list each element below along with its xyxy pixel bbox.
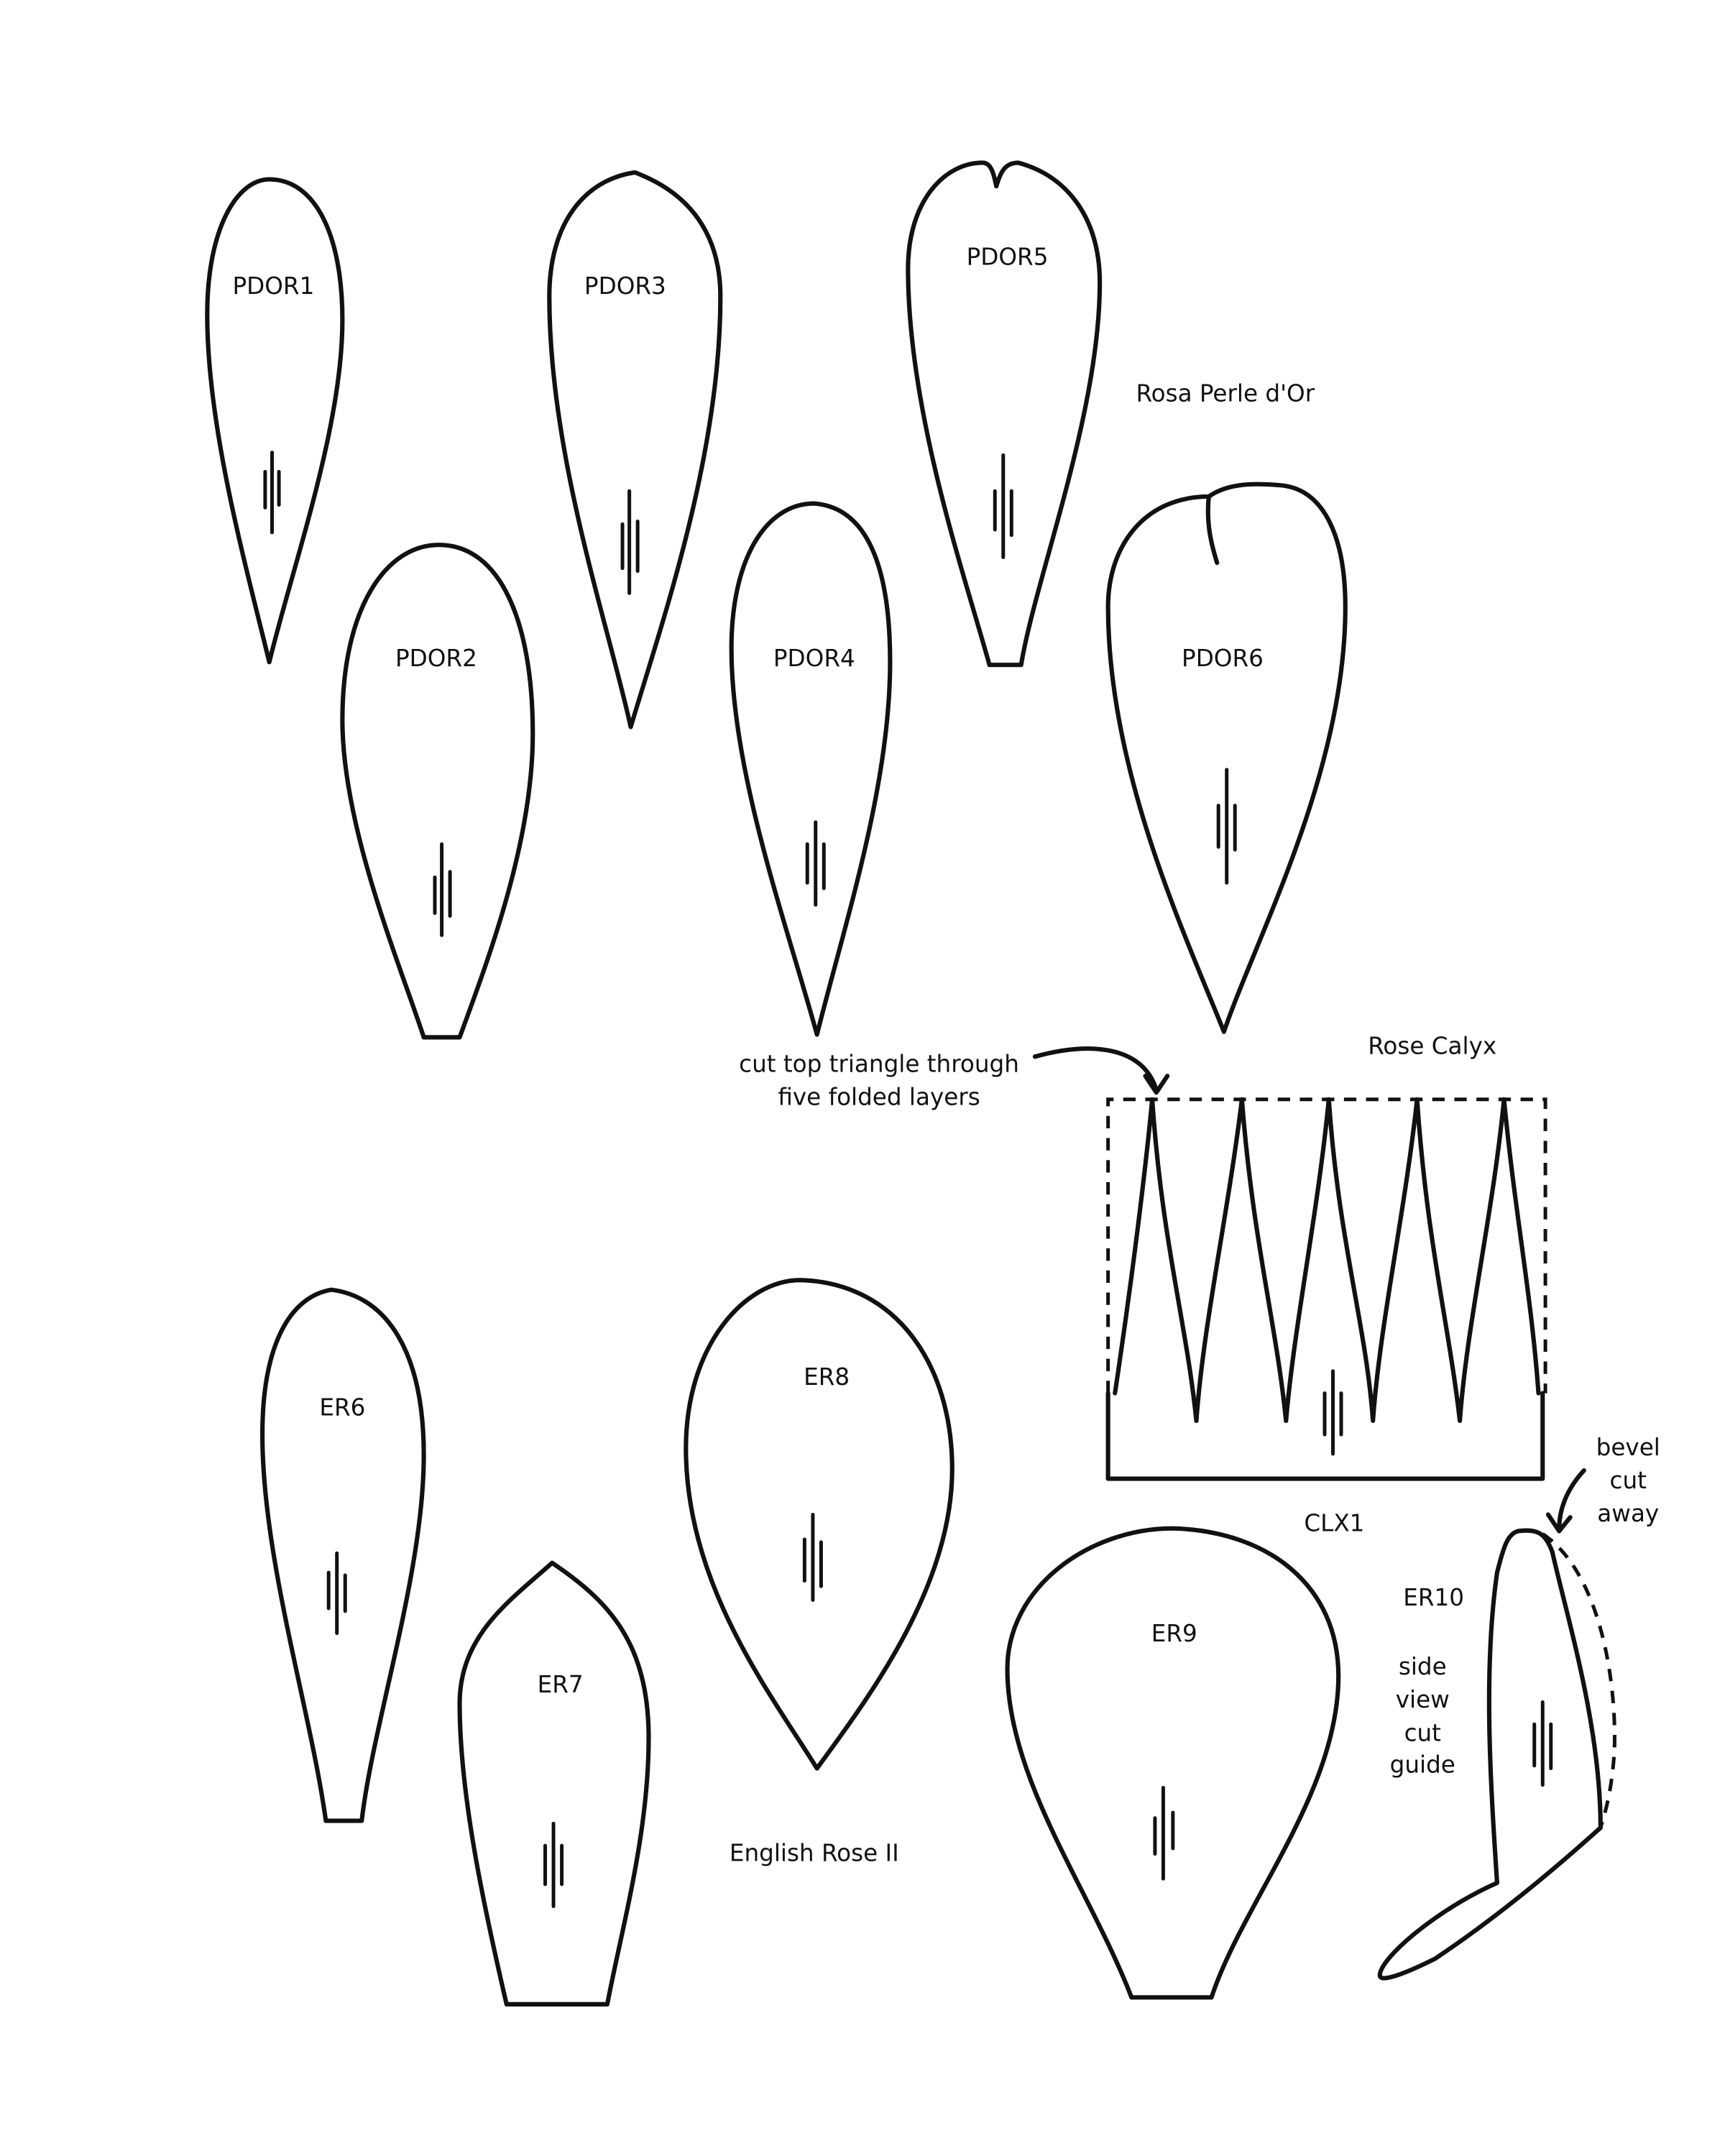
label-pdor1: PDOR1 xyxy=(232,272,314,300)
bevel-note-3: away xyxy=(1597,1500,1659,1527)
label-er9: ER9 xyxy=(1151,1620,1197,1647)
arrow-icon xyxy=(1032,1046,1170,1095)
petal-er10: ER10 side view cut guide bevel cut away xyxy=(1377,1434,1660,1981)
petal-pdor5: PDOR5 xyxy=(906,160,1103,668)
petal-pdor2: PDOR2 xyxy=(340,543,535,1040)
bevel-note-2: cut xyxy=(1610,1467,1647,1494)
petal-er8: ER8 xyxy=(684,1278,954,1771)
side-note-1: side xyxy=(1399,1653,1447,1680)
bevel-arrow-icon xyxy=(1545,1468,1586,1534)
label-er10: ER10 xyxy=(1403,1584,1464,1611)
petal-er9: ER9 xyxy=(1005,1526,1341,2000)
title-rose-calyx: Rose Calyx xyxy=(1368,1032,1496,1059)
side-note-4: guide xyxy=(1390,1751,1455,1778)
petal-er6: ER6 xyxy=(259,1287,426,1823)
label-pdor6: PDOR6 xyxy=(1182,645,1264,672)
label-pdor5: PDOR5 xyxy=(967,244,1049,271)
petal-pdor4: PDOR4 xyxy=(729,501,893,1037)
petal-er7: ER7 xyxy=(457,1560,651,2007)
label-er6: ER6 xyxy=(319,1393,365,1421)
side-note-2: view xyxy=(1396,1686,1450,1713)
petal-pdor3: PDOR3 xyxy=(547,170,723,729)
label-clx1: CLX1 xyxy=(1304,1510,1364,1537)
label-pdor2: PDOR2 xyxy=(395,645,477,672)
label-pdor3: PDOR3 xyxy=(584,272,666,300)
calyx-note-line1: cut top triangle through xyxy=(739,1050,1019,1077)
title-rosa-perle: Rosa Perle d'Or xyxy=(1136,380,1315,407)
calyx-note-line2: five folded layers xyxy=(778,1083,980,1110)
calyx-clx1: CLX1 xyxy=(1105,1097,1547,1537)
label-er7: ER7 xyxy=(538,1671,584,1698)
petal-pdor6: PDOR6 xyxy=(1105,482,1348,1034)
title-english-rose: English Rose II xyxy=(730,1839,899,1866)
bevel-note-1: bevel xyxy=(1596,1434,1660,1461)
petal-pdor1: PDOR1 xyxy=(205,177,345,665)
side-note-3: cut xyxy=(1404,1719,1441,1746)
label-pdor4: PDOR4 xyxy=(773,645,855,672)
label-er8: ER8 xyxy=(804,1363,850,1391)
